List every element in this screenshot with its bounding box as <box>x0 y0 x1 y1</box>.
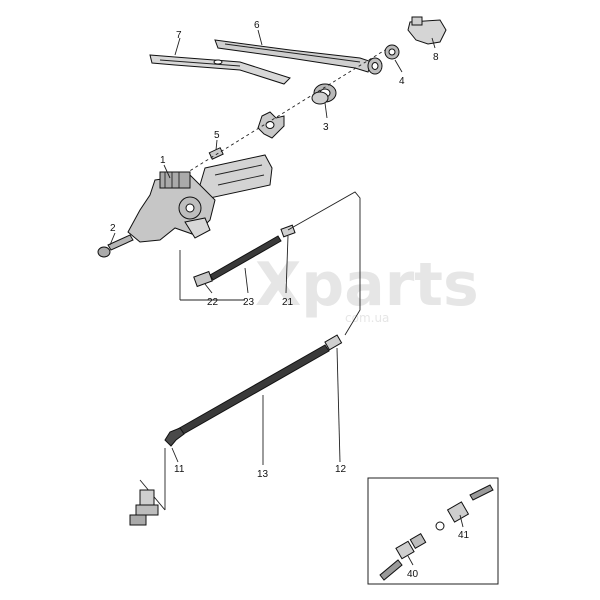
watermark-brand: Xparts <box>255 250 479 320</box>
cap-part-8 <box>407 16 447 45</box>
callout-3: 3 <box>323 122 329 133</box>
callout-40: 40 <box>407 569 419 580</box>
nut-part-4 <box>384 44 400 60</box>
callout-1: 1 <box>160 155 166 166</box>
connector-part-41 <box>435 484 494 531</box>
bolt-part-2 <box>97 234 134 258</box>
elbow-part-11 <box>164 427 185 447</box>
callout-22: 22 <box>207 297 219 308</box>
connector-part-40 <box>379 532 427 581</box>
watermark-domain: com.ua <box>345 311 389 325</box>
callout-23: 23 <box>243 297 255 308</box>
callout-2: 2 <box>110 223 116 234</box>
hose-part-23 <box>209 235 282 281</box>
callout-11: 11 <box>174 464 185 475</box>
callout-6: 6 <box>254 20 260 31</box>
callout-13: 13 <box>257 469 269 480</box>
connector-part-12 <box>324 334 343 351</box>
callout-8: 8 <box>433 52 439 63</box>
callout-7: 7 <box>176 30 182 41</box>
callout-41: 41 <box>458 530 470 541</box>
connector-part-22 <box>193 270 213 288</box>
callout-5: 5 <box>214 130 220 141</box>
wiper-blade-part <box>149 54 291 85</box>
detail-inset-frame <box>367 477 499 585</box>
callout-12: 12 <box>335 464 347 475</box>
callout-leaders <box>109 29 464 566</box>
hose-part-13 <box>175 344 330 437</box>
callout-4: 4 <box>399 76 405 87</box>
washer-part <box>257 111 285 139</box>
wiper-arm-part <box>214 39 383 75</box>
valve-part <box>129 448 166 526</box>
callout-21: 21 <box>282 297 294 308</box>
grommet-part-3 <box>311 83 337 105</box>
wiper-motor-part <box>127 154 273 243</box>
